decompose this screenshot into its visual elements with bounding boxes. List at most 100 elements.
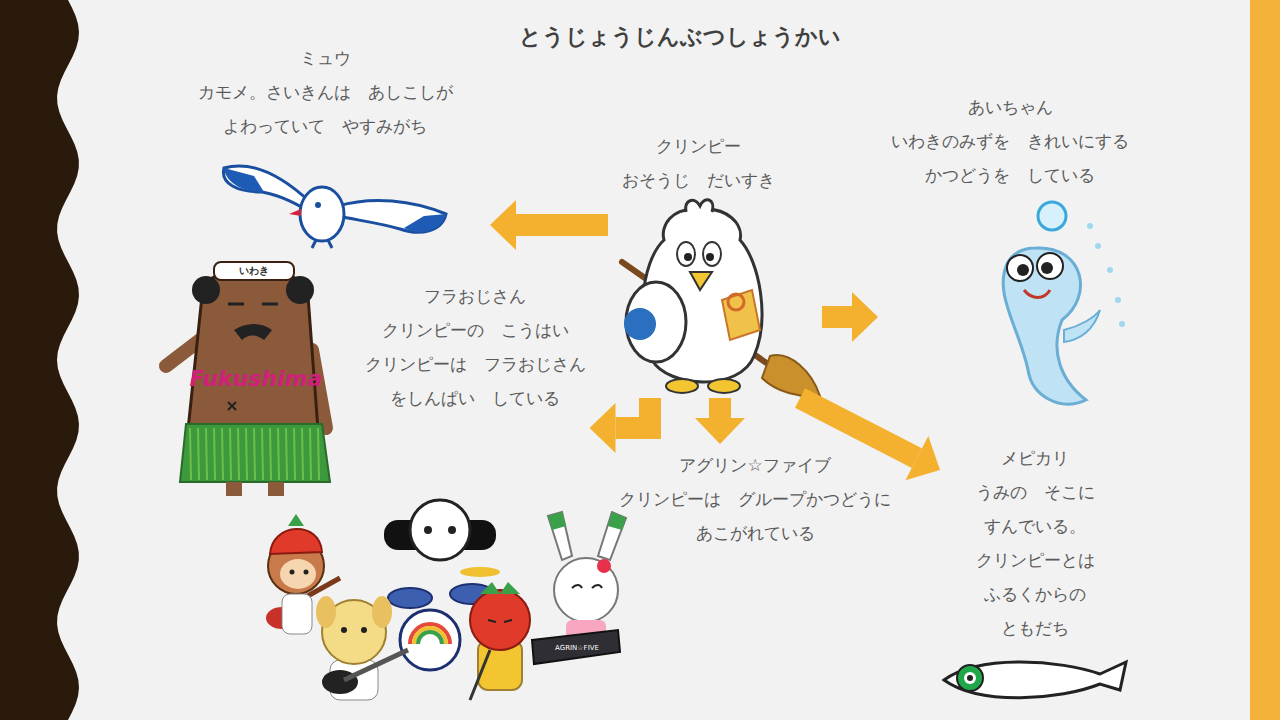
mepikari-figure-part	[957, 665, 983, 691]
mepikari-figure-part	[944, 662, 1126, 698]
grass-skirt-part	[206, 428, 207, 480]
text-line: クリンピーは グループかつどうに	[619, 482, 891, 516]
slide-title: とうじょうじんぶつしょうかい	[519, 22, 841, 52]
ai-chan-figure-part	[1003, 248, 1086, 404]
agrin-five-band-figure-part	[414, 628, 446, 644]
grass-skirt-part	[230, 428, 231, 480]
grass-skirt-part	[254, 428, 255, 480]
hula-ojisan-figure-part	[180, 424, 330, 482]
agrin-five-band-figure-part	[470, 650, 490, 700]
grass-skirt-part	[270, 428, 271, 480]
text-block: ミュウカモメ。さいきんは あしこしが よわっていて やすみがち	[198, 41, 453, 143]
text-line: カモメ。さいきんは あしこしが	[198, 75, 453, 109]
grass-skirt-part	[222, 428, 223, 480]
character-name: ミュウ	[198, 41, 453, 75]
ai-chan-figure-part	[1119, 321, 1125, 327]
text-line: メピカリ	[976, 441, 1095, 475]
grass-skirt-part	[310, 428, 311, 480]
hula-ojisan-figure-part	[268, 482, 284, 496]
ai-chan-figure	[1003, 202, 1125, 404]
seagull-figure-part	[300, 187, 344, 241]
agrin-five-band-figure-part	[608, 512, 626, 530]
text-line: よわっていて やすみがち	[198, 109, 453, 143]
ai-chan-figure-part	[1024, 290, 1050, 298]
relation-arrow	[695, 398, 745, 444]
text-line: ふるくからの	[976, 577, 1095, 611]
agrin-five-band-figure-part	[388, 588, 432, 608]
text-line: クリンピーとは	[976, 543, 1095, 577]
text-line: うみの そこに	[976, 475, 1095, 509]
seagull-figure-part	[338, 200, 446, 232]
character-description: クリンピーの こうはい クリンピーは フラおじさん をしんぱい している	[365, 313, 586, 415]
seagull-figure	[223, 166, 446, 248]
character-card: クリンピーおそうじ だいすき	[608, 125, 822, 398]
character-description: おそうじ だいすき	[622, 163, 775, 197]
agrin-five-band-figure-part	[341, 627, 347, 633]
clean-p-figure-part	[703, 242, 721, 266]
agrin-five-band-figure-part	[288, 514, 304, 526]
character-card: ミュウカモメ。さいきんは あしこしが よわっていて やすみがち	[175, 37, 490, 250]
agrin-five-band-figure-part	[410, 500, 470, 560]
ai-chan-figure-part	[1115, 297, 1121, 303]
arrow-shaft	[616, 398, 651, 428]
figure-label: いわき	[239, 264, 269, 278]
seagull-figure-part	[223, 166, 310, 212]
hula-ojisan-figure-part	[214, 262, 294, 280]
character-card: あいちゃんいわきのみずを きれいにする かつどうを している	[878, 86, 1150, 415]
character-name: あいちゃん	[891, 90, 1129, 124]
agrin-five-band-figure-part	[418, 632, 442, 644]
agrin-five-band-figure-part	[410, 624, 450, 644]
character-name: クリンピー	[622, 129, 775, 163]
relation-arrow	[490, 200, 608, 250]
ai-chan-figure-part	[1017, 264, 1029, 276]
text-line: すんでいる。	[976, 509, 1095, 543]
arrow-shaft	[822, 306, 852, 328]
ai-chan-figure-part	[1095, 243, 1101, 249]
character-description: うみの そこに すんでいる。 クリンピーとは ふるくからの ともだち	[976, 475, 1095, 645]
agrin-five-band-figure-part	[372, 596, 392, 628]
agrin-five-band-figure-part	[400, 610, 460, 670]
character-description: クリンピーは グループかつどうに あこがれている	[619, 482, 891, 550]
clean-p-figure-part	[722, 290, 760, 340]
text-line: フラおじさん	[365, 279, 586, 313]
grass-skirt-part	[302, 428, 303, 480]
seagull-figure-part	[315, 202, 321, 208]
hula-ojisan-figure-part	[234, 324, 272, 340]
figure-label: Fukushima	[190, 366, 323, 391]
agrin-five-band-figure-part	[480, 582, 520, 594]
ai-chan-figure-part	[1038, 202, 1066, 230]
character-name: フラおじさん	[365, 279, 586, 313]
grass-skirt-part	[278, 428, 279, 480]
character-description: いわきのみずを きれいにする かつどうを している	[891, 124, 1129, 192]
mepikari-figure	[944, 662, 1126, 698]
clean-p-figure	[622, 200, 820, 397]
ai-chan-figure-part	[1087, 223, 1093, 229]
agrin-five-band-figure-part	[304, 570, 309, 575]
side-bar	[1250, 0, 1280, 720]
agrin-five-band-figure-part	[280, 559, 316, 589]
agrin-five-band-figure-part	[548, 512, 566, 530]
character-description: カモメ。さいきんは あしこしが よわっていて やすみがち	[198, 75, 453, 143]
agrin-five-band-figure-part	[572, 585, 602, 588]
arrow-head	[590, 403, 616, 453]
grass-skirt-part	[294, 428, 295, 480]
text-line: アグリン☆ファイブ	[619, 448, 891, 482]
character-name: アグリン☆ファイブ	[619, 448, 891, 482]
clean-p-figure-part	[762, 355, 820, 396]
mepikari-figure-part	[964, 672, 976, 684]
seagull-figure-part	[312, 240, 332, 248]
agrin-five-band-figure-part	[548, 512, 572, 560]
text-line: ともだち	[976, 611, 1095, 645]
agrin-five-band-figure-part	[316, 596, 336, 628]
arrow-shaft	[516, 214, 608, 236]
agrin-five-band-figure-part	[488, 620, 512, 622]
arrow-head	[852, 292, 878, 342]
arrow-head	[490, 200, 516, 250]
seagull-figure-part	[404, 214, 446, 232]
grass-skirt-part	[238, 428, 239, 480]
ai-chan-figure-part	[1037, 253, 1063, 279]
figure-label: AGRIN☆FIVE	[555, 644, 599, 652]
wavy-border	[0, 0, 79, 720]
